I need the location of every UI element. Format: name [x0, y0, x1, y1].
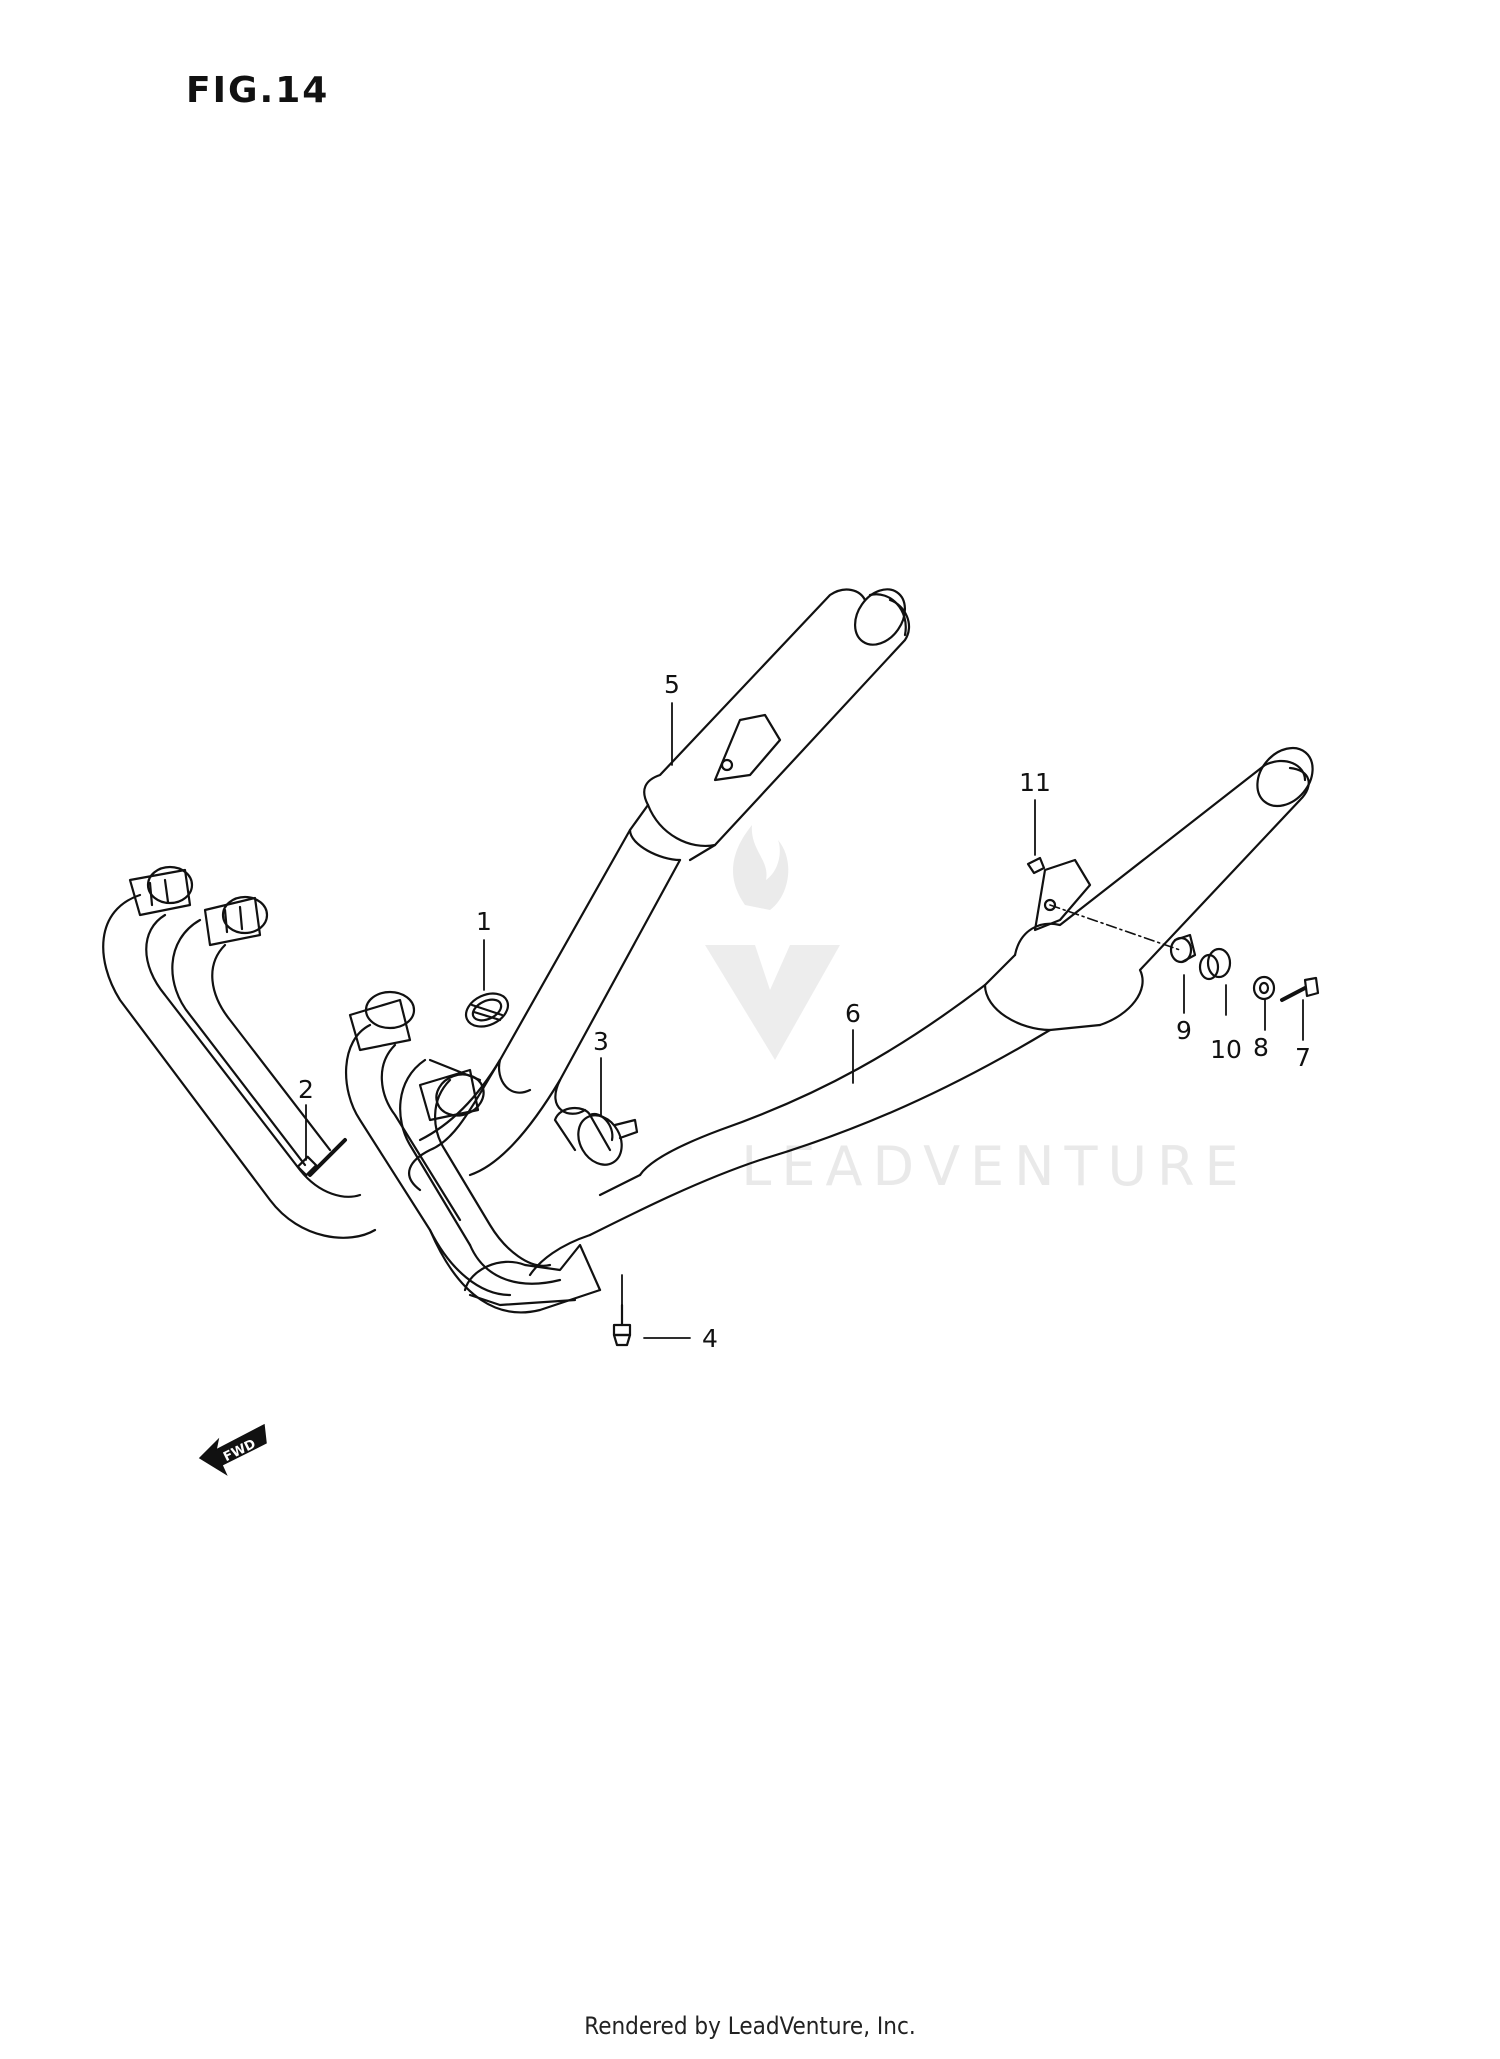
callout-9: 9 — [1176, 1016, 1192, 1045]
part-8-washer — [1252, 975, 1276, 1001]
front-header-pipes — [102, 865, 377, 1239]
part-1-gasket — [464, 992, 510, 1028]
rear-header-pipes — [344, 990, 602, 1314]
callout-8: 8 — [1253, 1033, 1269, 1062]
right-muffler — [983, 746, 1314, 1032]
watermark-text: LEADVENTURE — [741, 1135, 1248, 1198]
collector-pipe — [408, 1058, 602, 1307]
callout-3: 3 — [593, 1027, 609, 1056]
part-11-nut — [1026, 856, 1046, 875]
leader-lines — [305, 702, 1304, 1339]
figure-title: FIG.14 — [186, 70, 330, 111]
part-2-bolt — [296, 1138, 347, 1177]
callout-10: 10 — [1210, 1035, 1242, 1064]
part-10-cushion — [1198, 947, 1232, 981]
callout-4: 4 — [702, 1324, 718, 1353]
callout-numbers: 1 2 3 4 5 6 7 8 9 10 11 — [298, 670, 1311, 1353]
part-7-bolt — [1280, 976, 1320, 1002]
watermark: LEADVENTURE — [705, 825, 1248, 1198]
callout-1: 1 — [476, 907, 492, 936]
part-3-clamp — [577, 1114, 639, 1166]
left-connecting-pipe — [418, 828, 682, 1142]
callout-11: 11 — [1019, 768, 1051, 797]
callout-2: 2 — [298, 1075, 314, 1104]
forward-arrow-icon: FWD — [198, 1423, 267, 1476]
callout-7: 7 — [1295, 1043, 1311, 1072]
part-4-bolt — [612, 1303, 632, 1347]
footer-credit: Rendered by LeadVenture, Inc. — [584, 2012, 916, 2040]
part-9-collar — [1169, 933, 1197, 964]
callout-5: 5 — [664, 670, 680, 699]
callout-6: 6 — [845, 999, 861, 1028]
